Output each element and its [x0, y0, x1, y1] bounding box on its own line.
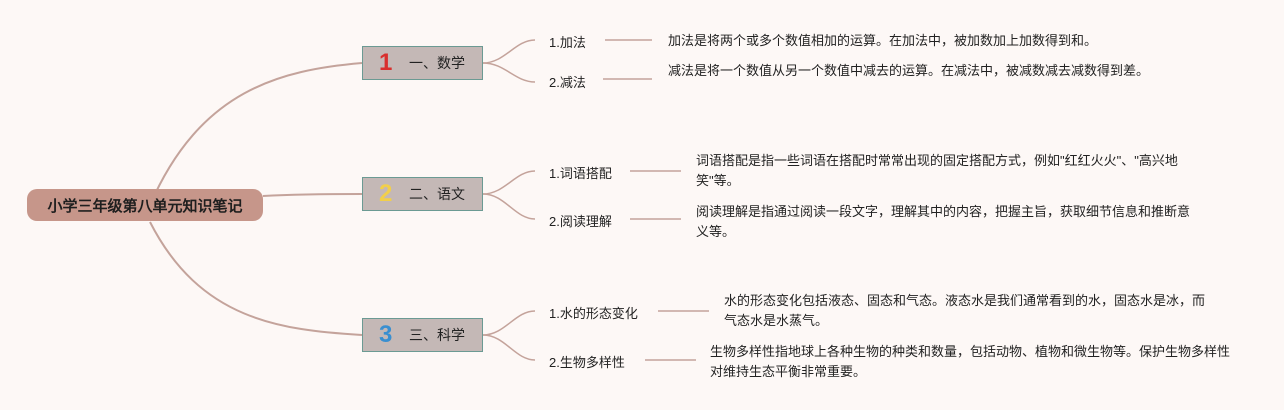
connector-root-topic-1 — [149, 62, 363, 206]
root-node[interactable]: 小学三年级第八单元知识笔记 — [27, 189, 263, 221]
connector-topic-2-item-1 — [482, 170, 536, 195]
subtopic-reading-comprehension[interactable]: 2.阅读理解 — [549, 214, 612, 229]
topic-math[interactable]: 1 一、数学 — [362, 46, 483, 80]
description-water-states: 水的形态变化包括液态、固态和气态。液态水是我们通常看到的水，固态水是冰，而气态水… — [724, 293, 1206, 328]
connector-root-topic-2 — [262, 193, 363, 197]
topic-science[interactable]: 3 三、科学 — [362, 318, 483, 352]
subtopic-biodiversity[interactable]: 2.生物多样性 — [549, 355, 625, 370]
description-word-collocation: 词语搭配是指一些词语在搭配时常常出现的固定搭配方式，例如"红红火火"、"高兴地笑… — [696, 153, 1178, 188]
subtopic-water-states[interactable]: 1.水的形态变化 — [549, 306, 638, 321]
number-3-icon: 3 — [379, 321, 393, 348]
topic-chinese[interactable]: 2 二、语文 — [362, 177, 483, 211]
description-subtraction: 减法是将一个数值从另一个数值中减去的运算。在减法中，被减数减去减数得到差。 — [668, 63, 1150, 78]
subtopic-subtraction[interactable]: 2.减法 — [549, 75, 586, 90]
description-addition: 加法是将两个或多个数值相加的运算。在加法中，被加数加上加数得到和。 — [668, 33, 1098, 48]
connector-topic-1-item-1 — [482, 39, 536, 64]
number-1-icon: 1 — [379, 49, 393, 76]
description-reading-comprehension: 阅读理解是指通过阅读一段文字，理解其中的内容，把握主旨，获取细节信息和推断意义等… — [696, 204, 1191, 239]
connector-topic-3-item-2 — [482, 334, 536, 361]
connector-topic-1-item-2 — [482, 62, 536, 83]
connector-topic-2-item-2 — [482, 193, 536, 220]
root-label: 小学三年级第八单元知识笔记 — [47, 197, 243, 215]
topic-label: 一、数学 — [409, 55, 465, 71]
topic-label: 二、语文 — [409, 186, 465, 202]
number-2-icon: 2 — [379, 180, 393, 207]
subtopic-addition[interactable]: 1.加法 — [549, 35, 586, 50]
subtopic-word-collocation[interactable]: 1.词语搭配 — [549, 166, 612, 181]
description-biodiversity: 生物多样性指地球上各种生物的种类和数量，包括动物、植物和微生物等。保护生物多样性… — [710, 344, 1231, 379]
connector-root-topic-3 — [149, 221, 363, 336]
connector-topic-3-item-1 — [482, 310, 536, 336]
topic-label: 三、科学 — [409, 327, 465, 343]
